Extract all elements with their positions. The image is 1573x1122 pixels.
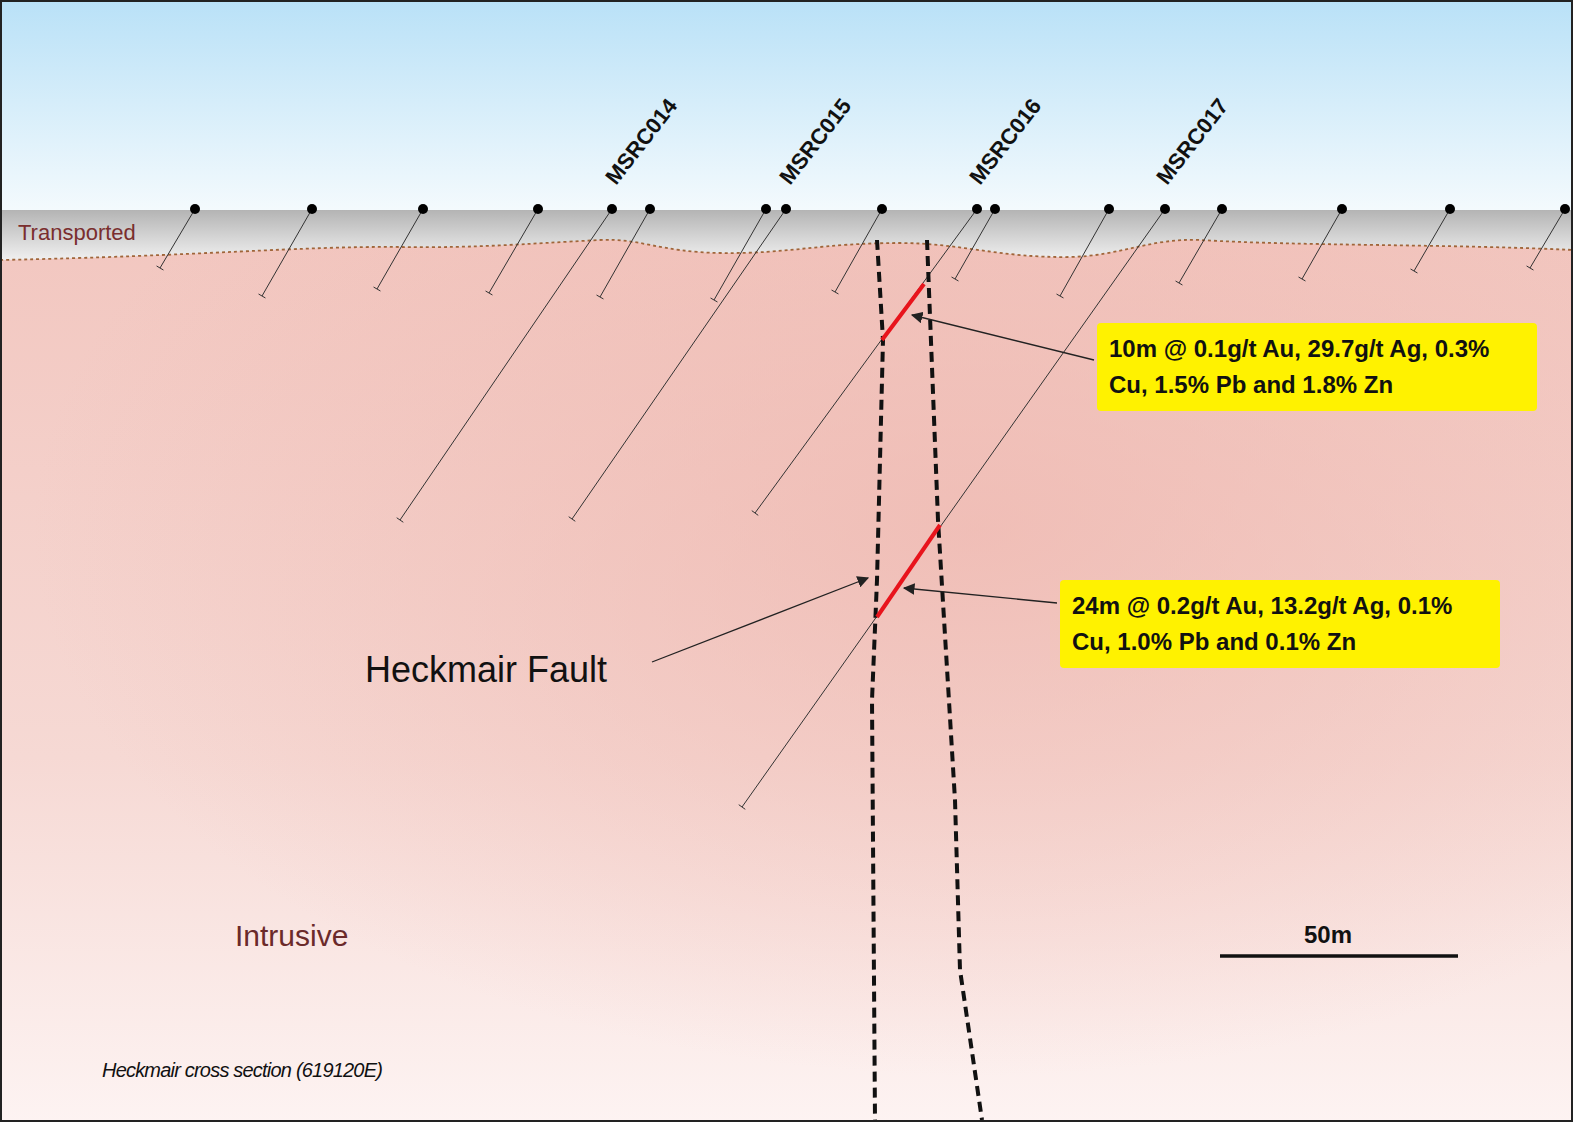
drill-collar [1104, 204, 1114, 214]
hole-end [1411, 269, 1418, 273]
fault-label: Heckmair Fault [365, 650, 607, 690]
drill-trace [400, 209, 612, 520]
drill-trace [714, 209, 766, 300]
drill-trace [1060, 209, 1109, 296]
drill-trace [835, 209, 882, 292]
drill-collar [1445, 204, 1455, 214]
drill-collar [1560, 204, 1570, 214]
hole-end [374, 287, 381, 291]
unit-label: Transported [18, 221, 136, 245]
scale-label: 50m [1304, 922, 1352, 948]
hole-end [486, 291, 493, 295]
assay-callout: 10m @ 0.1g/t Au, 29.7g/t Ag, 0.3% Cu, 1.… [1097, 323, 1537, 411]
leader-line [652, 578, 868, 662]
mineralised-intercept [882, 284, 924, 340]
drill-trace [262, 209, 312, 296]
drill-trace [755, 209, 977, 513]
drill-trace [1530, 209, 1565, 268]
hole-end [397, 518, 404, 523]
drill-trace [955, 209, 995, 279]
drill-collar [1337, 204, 1347, 214]
drill-traces [157, 204, 1570, 809]
drill-collar [190, 204, 200, 214]
cover-contact [0, 240, 1573, 260]
hole-end [569, 517, 576, 522]
assay-callout: 24m @ 0.2g/t Au, 13.2g/t Ag, 0.1% Cu, 1.… [1060, 580, 1500, 668]
mineralised-intercept [877, 525, 940, 617]
drill-collar [1160, 204, 1170, 214]
hole-end [1299, 277, 1306, 281]
drill-collar [781, 204, 791, 214]
drill-trace [600, 209, 650, 297]
hole-end [832, 290, 839, 294]
unit-label: Intrusive [235, 919, 348, 952]
drill-collar [307, 204, 317, 214]
drill-trace [160, 209, 195, 268]
sky [0, 0, 1573, 212]
intrusive-body [0, 210, 1573, 1122]
hole-end [1527, 266, 1534, 270]
drill-trace [1414, 209, 1450, 271]
drill-trace [377, 209, 423, 289]
hole-end [1057, 294, 1064, 298]
hole-end [739, 805, 746, 810]
hole-end [259, 294, 266, 298]
hole-end [1176, 281, 1183, 285]
fault-margin [872, 240, 883, 1120]
drill-collar [761, 204, 771, 214]
leader-line [904, 588, 1057, 603]
drill-collar [990, 204, 1000, 214]
drill-collar [607, 204, 617, 214]
drill-trace [1302, 209, 1342, 279]
drill-trace [489, 209, 538, 293]
alteration-shading [0, 210, 1573, 1122]
hole-end [711, 298, 718, 302]
hole-end [952, 277, 959, 281]
drill-trace [572, 209, 786, 519]
assay-text: 24m @ 0.2g/t Au, 13.2g/t Ag, 0.1% Cu, 1.… [1072, 588, 1488, 660]
hole-end [752, 511, 758, 516]
drill-collar [533, 204, 543, 214]
fault-margin [927, 240, 982, 1120]
drill-collar [645, 204, 655, 214]
drill-collar [877, 204, 887, 214]
drill-collar [972, 204, 982, 214]
drill-collar [418, 204, 428, 214]
scale-bar [1220, 954, 1458, 958]
hole-end [597, 295, 604, 299]
figure-caption: Heckmair cross section (619120E) [102, 1059, 382, 1081]
leader-line [912, 315, 1094, 360]
assay-text: 10m @ 0.1g/t Au, 29.7g/t Ag, 0.3% Cu, 1.… [1109, 331, 1525, 403]
drill-trace [1179, 209, 1222, 283]
drill-trace [742, 209, 1165, 807]
hole-end [157, 266, 164, 270]
drill-collar [1217, 204, 1227, 214]
